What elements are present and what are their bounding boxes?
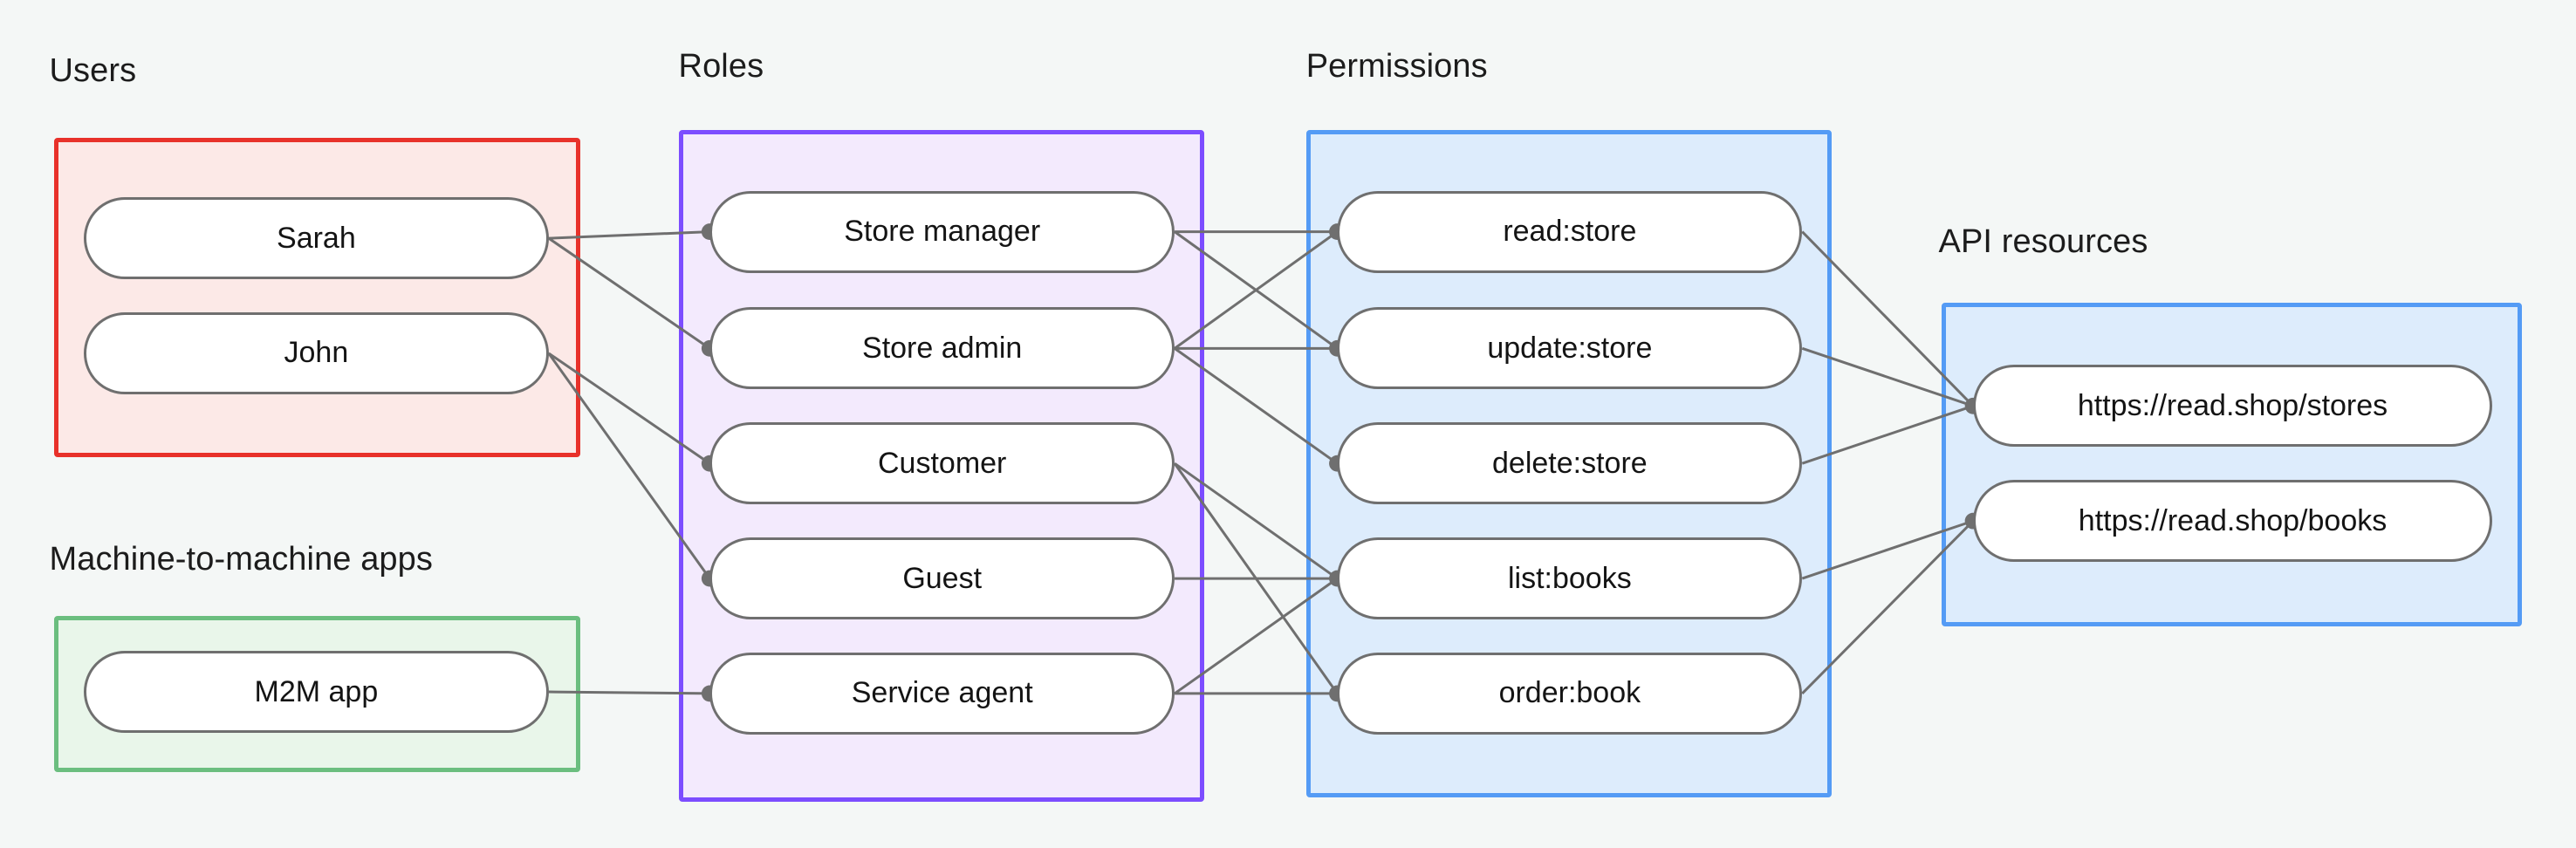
group-label-roles: Roles [678, 47, 764, 85]
node-service-agent[interactable]: Service agent [709, 652, 1175, 735]
node-label: Customer [878, 446, 1007, 480]
node-label: John [284, 336, 349, 370]
node-sarah[interactable]: Sarah [84, 197, 549, 280]
node-update-store[interactable]: update:store [1337, 307, 1803, 390]
node-order-book[interactable]: order:book [1337, 652, 1803, 735]
node-list-books[interactable]: list:books [1337, 537, 1803, 620]
group-label-permissions: Permissions [1305, 47, 1488, 85]
node-delete-store[interactable]: delete:store [1337, 422, 1803, 505]
node-customer[interactable]: Customer [709, 422, 1175, 505]
node-john[interactable]: John [84, 311, 549, 395]
node-label: read:store [1503, 215, 1637, 249]
node-res-books[interactable]: https://read.shop/books [1973, 480, 2492, 563]
node-guest[interactable]: Guest [709, 537, 1175, 620]
node-store-manager[interactable]: Store manager [709, 190, 1175, 273]
node-res-stores[interactable]: https://read.shop/stores [1973, 365, 2492, 448]
node-label: delete:store [1492, 446, 1648, 480]
node-label: Guest [902, 561, 983, 595]
node-m2m-app[interactable]: M2M app [84, 650, 549, 734]
node-label: Store admin [862, 331, 1023, 365]
node-store-admin[interactable]: Store admin [709, 307, 1175, 390]
node-label: https://read.shop/stores [2077, 388, 2388, 422]
group-label-users: Users [49, 52, 137, 90]
node-label: list:books [1507, 561, 1632, 595]
node-label: Store manager [844, 215, 1041, 249]
node-read-store[interactable]: read:store [1337, 190, 1803, 273]
group-label-m2m: Machine-to-machine apps [49, 540, 433, 578]
node-label: Service agent [851, 676, 1033, 710]
node-label: update:store [1487, 331, 1653, 365]
node-label: M2M app [254, 674, 379, 708]
node-label: Sarah [277, 221, 356, 255]
node-label: order:book [1498, 676, 1641, 710]
group-label-api: API resources [1938, 223, 2148, 261]
node-label: https://read.shop/books [2078, 503, 2388, 537]
group-box-api [1942, 302, 2522, 626]
group-box-users [54, 138, 580, 457]
